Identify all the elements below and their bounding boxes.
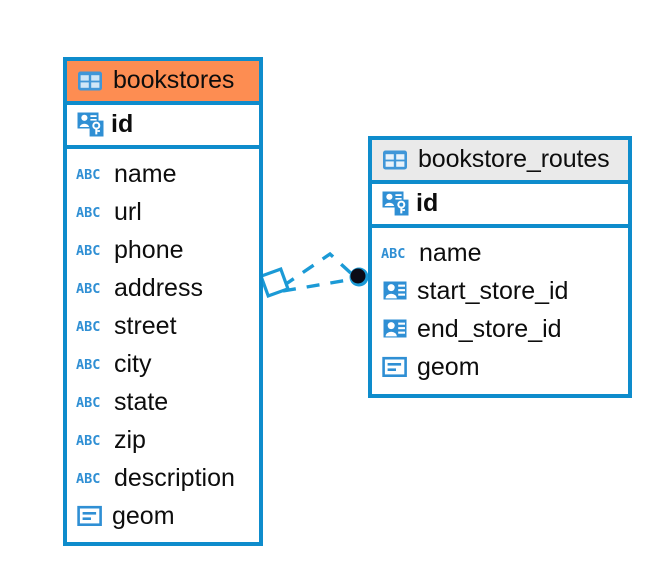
field-label: geom: [112, 501, 175, 530]
primary-key-row-bookstores[interactable]: id: [67, 101, 259, 149]
field-row-geom[interactable]: geom: [67, 497, 259, 535]
text-abc-icon: ABC: [76, 160, 106, 188]
field-label: zip: [114, 425, 146, 454]
filled-circle-marker: [349, 267, 369, 287]
field-row-start-store-id[interactable]: start_store_id: [372, 272, 628, 310]
field-label: phone: [114, 235, 184, 264]
entity-header-bookstores[interactable]: bookstores: [67, 61, 259, 101]
field-label: geom: [417, 352, 480, 381]
primary-key-label: id: [111, 110, 134, 138]
field-label: name: [114, 159, 177, 188]
table-icon: [381, 146, 409, 174]
text-abc-icon: ABC: [381, 239, 411, 267]
geometry-icon: [381, 353, 409, 381]
field-row-city[interactable]: ABC city: [67, 345, 259, 383]
relationship-line-lower: [282, 277, 355, 293]
field-row-description[interactable]: ABC description: [67, 459, 259, 497]
svg-text:ABC: ABC: [76, 471, 100, 486]
svg-text:ABC: ABC: [76, 205, 100, 220]
field-label: street: [114, 311, 177, 340]
field-row-geom[interactable]: geom: [372, 348, 628, 386]
field-label: address: [114, 273, 203, 302]
field-label: end_store_id: [417, 314, 562, 343]
primary-key-icon: [76, 111, 104, 139]
field-label: description: [114, 463, 235, 492]
field-label: url: [114, 197, 142, 226]
field-list-bookstore-routes: ABC name start_store_id: [372, 228, 628, 393]
field-label: start_store_id: [417, 276, 569, 305]
entity-table-bookstores[interactable]: bookstores id: [63, 57, 263, 546]
field-row-zip[interactable]: ABC zip: [67, 421, 259, 459]
svg-text:ABC: ABC: [381, 246, 405, 261]
text-abc-icon: ABC: [76, 388, 106, 416]
relationship-line-upper: [282, 251, 357, 288]
text-abc-icon: ABC: [76, 274, 106, 302]
svg-text:ABC: ABC: [76, 357, 100, 372]
svg-text:ABC: ABC: [76, 395, 100, 410]
diamond-marker: [258, 266, 291, 299]
field-label: name: [419, 238, 482, 267]
field-label: state: [114, 387, 169, 416]
field-list-bookstores: ABC name ABC url ABC p: [67, 149, 259, 542]
entity-name-label: bookstore_routes: [418, 145, 610, 173]
field-row-street[interactable]: ABC street: [67, 307, 259, 345]
field-row-state[interactable]: ABC state: [67, 383, 259, 421]
entity-name-label: bookstores: [113, 66, 235, 94]
field-row-phone[interactable]: ABC phone: [67, 231, 259, 269]
svg-text:ABC: ABC: [76, 319, 100, 334]
text-abc-icon: ABC: [76, 236, 106, 264]
field-row-url[interactable]: ABC url: [67, 193, 259, 231]
geometry-icon: [76, 502, 104, 530]
foreign-key-icon: [381, 277, 409, 305]
field-row-name[interactable]: ABC name: [372, 234, 628, 272]
text-abc-icon: ABC: [76, 198, 106, 226]
entity-table-bookstore-routes[interactable]: bookstore_routes id: [368, 136, 632, 398]
svg-text:ABC: ABC: [76, 281, 100, 296]
field-row-address[interactable]: ABC address: [67, 269, 259, 307]
text-abc-icon: ABC: [76, 312, 106, 340]
field-row-end-store-id[interactable]: end_store_id: [372, 310, 628, 348]
foreign-key-icon: [381, 315, 409, 343]
field-label: city: [114, 349, 152, 378]
field-row-name[interactable]: ABC name: [67, 155, 259, 193]
primary-key-row-bookstore-routes[interactable]: id: [372, 180, 628, 228]
table-icon: [76, 67, 104, 95]
entity-header-bookstore-routes[interactable]: bookstore_routes: [372, 140, 628, 180]
svg-text:ABC: ABC: [76, 433, 100, 448]
text-abc-icon: ABC: [76, 426, 106, 454]
text-abc-icon: ABC: [76, 350, 106, 378]
svg-text:ABC: ABC: [76, 243, 100, 258]
primary-key-icon: [381, 190, 409, 218]
svg-text:ABC: ABC: [76, 167, 100, 182]
primary-key-label: id: [416, 189, 439, 217]
text-abc-icon: ABC: [76, 464, 106, 492]
